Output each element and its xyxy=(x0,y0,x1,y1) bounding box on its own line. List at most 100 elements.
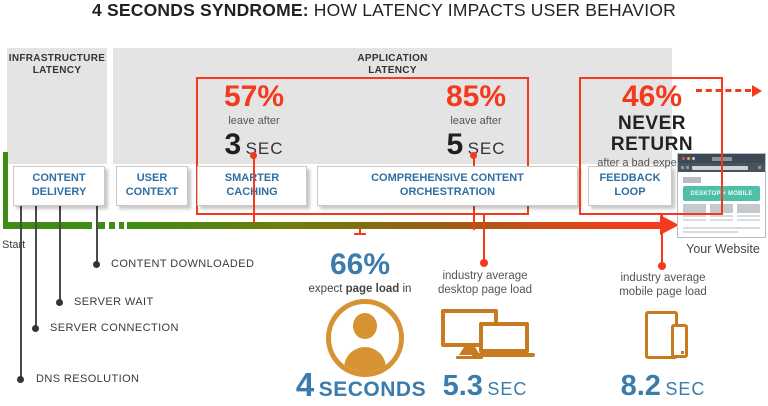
stage-content-orchestration: COMPREHENSIVE CONTENT ORCHESTRATION xyxy=(317,166,578,206)
stat-expect-percent: 66% xyxy=(329,248,391,281)
milestone-label-content-downloaded: CONTENT DOWNLOADED xyxy=(111,258,255,270)
stat-4-value: 4 xyxy=(295,366,315,403)
feedback-zone-outline xyxy=(579,77,723,215)
milestone-label-dns: DNS RESOLUTION xyxy=(36,373,140,385)
desktop-average-caption-line2: desktop page load xyxy=(438,284,532,297)
phone-icon xyxy=(671,324,688,358)
mobile-average-caption: industry average mobile page load xyxy=(603,271,723,300)
stage-content-delivery: CONTENT DELIVERY xyxy=(13,166,105,206)
page-title-regular: HOW LATENCY IMPACTS USER BEHAVIOR xyxy=(308,0,676,20)
pin-5sec-stem-bottom xyxy=(472,206,475,230)
callout-5sec-percent: 85% xyxy=(445,80,507,113)
stat-expect-caption: expect page load in xyxy=(304,283,416,297)
stage-smarter-caching-label: SMARTER CACHING xyxy=(198,172,306,200)
milestone-label-server-connection: SERVER CONNECTION xyxy=(50,322,179,334)
laptop-base xyxy=(472,353,535,357)
website-line-1 xyxy=(683,227,760,229)
callout-3sec: 57% leave after 3 SEC xyxy=(198,82,310,160)
infrastructure-latency-label: INFRASTRUCTURE LATENCY xyxy=(8,53,106,76)
callout-3sec-sub: leave after xyxy=(228,115,280,127)
pin-3sec-dot xyxy=(250,152,257,159)
tick-66-stem xyxy=(359,229,361,234)
stage-user-context: USER CONTEXT xyxy=(116,166,188,206)
stage-smarter-caching: SMARTER CACHING xyxy=(197,166,307,206)
milestone-dot-server-connection xyxy=(32,325,39,332)
milestone-dot-dns xyxy=(17,376,24,383)
website-column-3 xyxy=(737,204,760,223)
callout-5sec-unit: SEC xyxy=(467,139,506,159)
desktop-average-dot xyxy=(480,259,488,267)
milestone-line-dns xyxy=(20,206,22,380)
mobile-average-caption-line1: industry average xyxy=(620,272,706,284)
stage-content-delivery-label: CONTENT DELIVERY xyxy=(31,172,87,198)
pin-5sec-stem-top xyxy=(472,158,475,168)
page-title: 4 SECONDS SYNDROME: HOW LATENCY IMPACTS … xyxy=(0,0,768,21)
mobile-average-caption-line2: mobile page load xyxy=(619,286,707,299)
person-icon xyxy=(326,299,404,377)
bounce-dashed-arrowhead-icon xyxy=(752,85,762,97)
stat-mobile-value: 8.2 xyxy=(620,370,661,402)
mobile-average-dot xyxy=(658,262,666,270)
phone-button-dot xyxy=(681,351,684,354)
stage-content-orchestration-label: COMPREHENSIVE CONTENT ORCHESTRATION xyxy=(371,172,524,198)
stat-4-seconds: 4 SECONDS xyxy=(288,368,434,401)
never-return-percent: 46% xyxy=(621,80,683,113)
stage-feedback-loop-label: FEEDBACK LOOP xyxy=(599,172,661,198)
laptop-screen-icon xyxy=(479,322,529,353)
desktop-average-caption: industry average desktop page load xyxy=(425,269,545,298)
website-column-1 xyxy=(683,204,706,223)
stat-desktop-unit: SEC xyxy=(487,379,528,399)
browser-forward-icon xyxy=(686,166,689,169)
tick-66-base xyxy=(354,233,366,235)
never-return-title: NEVER RETURN xyxy=(610,113,694,155)
bounce-dashed-arrow xyxy=(696,89,751,92)
milestone-line-server-connection xyxy=(35,206,37,329)
mobile-average-connector xyxy=(661,213,663,265)
person-body-shape xyxy=(344,347,386,372)
timeline-dash-3 xyxy=(119,222,124,229)
browser-menu-icon xyxy=(758,166,761,169)
timeline-green-segment xyxy=(3,222,92,229)
timeline-dash-1 xyxy=(97,222,105,229)
browser-dot-red-icon xyxy=(682,157,685,160)
stat-expect: 66% expect page load in xyxy=(304,250,416,297)
browser-dot-gray-icon xyxy=(692,157,695,160)
desktop-monitor-stand xyxy=(459,347,480,355)
website-logo-placeholder xyxy=(683,177,701,183)
desktop-average-caption-line1: industry average xyxy=(442,270,528,282)
stage-user-context-label: USER CONTEXT xyxy=(125,172,179,198)
milestone-line-server-wait xyxy=(59,206,61,303)
stat-expect-pre: expect xyxy=(308,283,346,295)
application-latency-label: APPLICATION LATENCY xyxy=(357,53,428,76)
timeline-gradient-bar xyxy=(127,222,661,229)
timeline-dash-2 xyxy=(109,222,115,229)
page-title-bold: 4 SECONDS SYNDROME: xyxy=(92,0,309,20)
milestone-line-content-downloaded xyxy=(96,206,98,265)
browser-back-icon xyxy=(681,166,684,169)
stat-4-unit: SECONDS xyxy=(318,378,427,401)
stat-expect-bold: page load xyxy=(345,283,400,295)
milestone-dot-content-downloaded xyxy=(93,261,100,268)
stat-desktop-value: 5.3 xyxy=(442,370,483,402)
pin-5sec-dot xyxy=(470,152,477,159)
timeline-start-vertical xyxy=(3,152,8,229)
person-head-shape xyxy=(353,313,377,339)
milestone-dot-server-wait xyxy=(56,299,63,306)
milestone-label-server-wait: SERVER WAIT xyxy=(74,296,154,308)
callout-5sec: 85% leave after 5 SEC xyxy=(420,82,532,160)
stage-feedback-loop: FEEDBACK LOOP xyxy=(588,166,672,206)
stat-mobile-unit: SEC xyxy=(665,379,706,399)
stat-mobile-seconds: 8.2 SEC xyxy=(608,372,718,401)
callout-never-return: 46% NEVER RETURN after a bad experience xyxy=(579,82,725,170)
desktop-monitor-base xyxy=(456,356,483,359)
application-zone-outline xyxy=(196,77,529,215)
timeline-start-label: Start xyxy=(2,239,26,251)
callout-3sec-number: 3 xyxy=(224,128,242,162)
callout-5sec-sub: leave after xyxy=(450,115,502,127)
stat-expect-post: in xyxy=(399,283,412,295)
application-latency-panel: APPLICATION LATENCY xyxy=(113,48,672,164)
infrastructure-latency-panel: INFRASTRUCTURE LATENCY xyxy=(7,48,107,164)
browser-address-bar xyxy=(692,166,748,170)
pin-3sec-stem xyxy=(252,158,255,223)
